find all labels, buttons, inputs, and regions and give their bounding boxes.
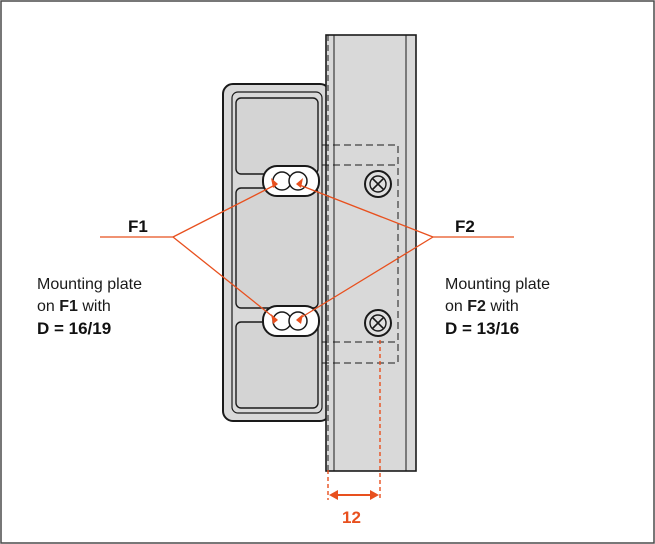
slot-lower <box>262 305 320 337</box>
left-note-line2: on F1 with <box>37 298 111 315</box>
screw-lower-icon <box>364 309 392 337</box>
f1-leader-lines <box>100 183 278 321</box>
f2-tag: F2 <box>455 217 475 236</box>
f1-tag: F1 <box>128 217 148 236</box>
right-note-line2: on F2 with <box>445 298 519 315</box>
right-note-line3: D = 13/16 <box>445 319 519 338</box>
slot-upper <box>262 165 320 197</box>
profile-rail <box>321 34 417 472</box>
left-note-line1: Mounting plate <box>37 276 142 293</box>
right-note: Mounting plate on F2 with D = 13/16 <box>445 276 550 338</box>
screw-upper-icon <box>364 170 392 198</box>
left-note: Mounting plate on F1 with D = 16/19 <box>37 276 142 338</box>
dimension-value: 12 <box>342 508 361 527</box>
dimension-line <box>329 490 379 500</box>
arrow-markers <box>271 178 303 324</box>
left-note-line3: D = 16/19 <box>37 319 111 338</box>
f2-leader-lines <box>296 183 514 321</box>
left-mounting-plate <box>222 83 331 422</box>
right-note-line1: Mounting plate <box>445 276 550 293</box>
